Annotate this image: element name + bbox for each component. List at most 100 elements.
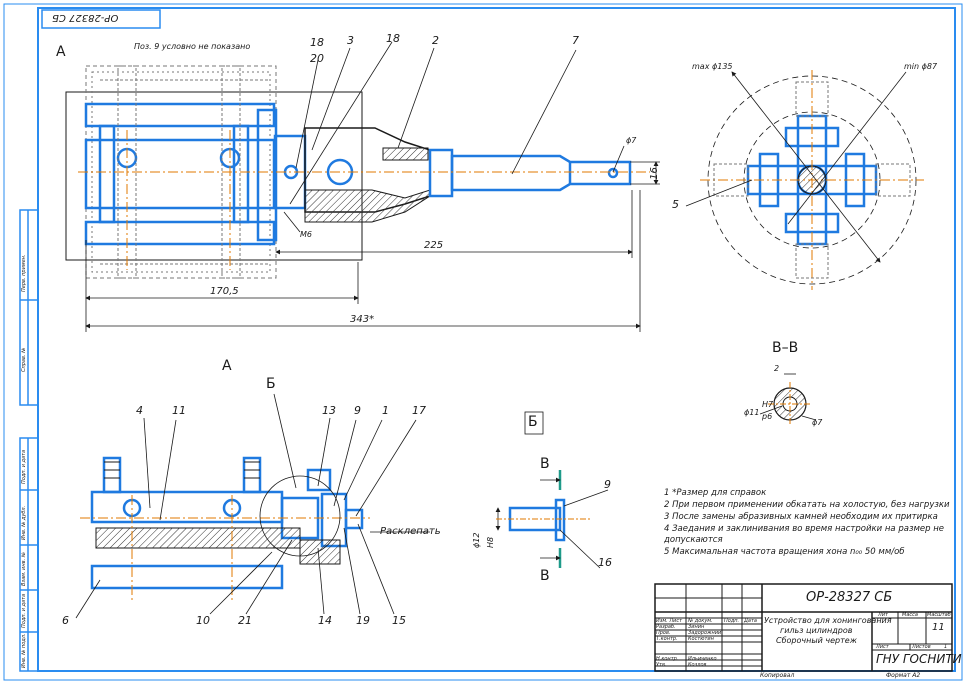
side-label-4: Взам. инв. № bbox=[21, 552, 27, 586]
row-label-0: Изм. Лист bbox=[656, 618, 683, 624]
callout-6: 6 bbox=[62, 614, 69, 627]
top-view bbox=[65, 41, 660, 332]
callout-7: 7 bbox=[572, 34, 579, 47]
side-label-6: Инв. № подл. bbox=[21, 633, 27, 669]
callout-4: 4 bbox=[136, 404, 143, 417]
footer-format: Формат А2 bbox=[886, 672, 921, 679]
view-a bbox=[75, 393, 430, 619]
row-name-5: Козлов bbox=[688, 662, 707, 668]
callout-20: 20 bbox=[310, 52, 324, 65]
note-5: 5 Максимальная частота вращения хона n₀₀… bbox=[664, 547, 905, 557]
dim-225: 225 bbox=[424, 240, 444, 251]
view-a-boundary bbox=[65, 91, 363, 261]
detail-b-circle bbox=[259, 475, 341, 557]
footer-copy: Копировал bbox=[760, 672, 795, 679]
callout-17: 17 bbox=[412, 404, 426, 417]
row-name-4: Ильиченко bbox=[688, 656, 717, 662]
row-label-2: Пров. bbox=[656, 630, 671, 636]
callout-18-top: 18 bbox=[310, 36, 324, 49]
col-date: Дата bbox=[744, 618, 757, 624]
row-name-2: Задорожний bbox=[688, 630, 722, 636]
dim-p6: p6 bbox=[762, 412, 773, 421]
callout-19: 19 bbox=[356, 614, 370, 627]
title-org: ГНУ ГОСНИТИ bbox=[876, 652, 962, 666]
callout-3: 3 bbox=[347, 34, 354, 47]
col-scale: Масштаб bbox=[927, 612, 951, 618]
title-block bbox=[654, 583, 953, 672]
col-sheet: Лист bbox=[876, 644, 889, 650]
detail-b-arrow-top: В bbox=[540, 456, 550, 472]
dim-phi12: ϕ12 bbox=[472, 532, 481, 548]
title-code: ОР-28327 СБ bbox=[806, 590, 893, 605]
col-sign: Подп. bbox=[724, 618, 740, 624]
note-3: 3 После замены абразивных камней необход… bbox=[664, 512, 938, 522]
callout-18-b: 18 bbox=[386, 32, 400, 45]
left-side-strip bbox=[19, 209, 39, 672]
title-name-1: Устройство для хонингования bbox=[764, 616, 892, 625]
view-a-title: А bbox=[222, 358, 232, 374]
callout-21: 21 bbox=[238, 614, 252, 627]
detail-b-title: Б bbox=[528, 414, 538, 430]
col-mass: Масса bbox=[902, 612, 918, 618]
title-sheet-no: 11 bbox=[932, 622, 945, 633]
title-name-3: Сборочный чертеж bbox=[776, 636, 857, 645]
dim-h7: H7 bbox=[762, 400, 774, 409]
view-a-marker: А bbox=[56, 44, 66, 60]
callout-15: 15 bbox=[392, 614, 406, 627]
hidden-position-note: Поз. 9 условно не показано bbox=[134, 42, 251, 51]
callout-11: 11 bbox=[172, 404, 186, 417]
row-name-0: № докум. bbox=[688, 618, 713, 624]
side-label-1: Справ. № bbox=[21, 347, 27, 372]
dim-h8: H8 bbox=[486, 536, 495, 548]
callout-10: 10 bbox=[196, 614, 210, 627]
row-label-1: Разраб. bbox=[656, 624, 676, 630]
callout-2: 2 bbox=[432, 34, 439, 47]
dim-phi7-section: ϕ7 bbox=[812, 418, 823, 427]
housing-hatch bbox=[304, 189, 431, 223]
side-label-3: Инв. № дубл. bbox=[21, 505, 27, 540]
callout-9: 9 bbox=[354, 404, 361, 417]
corner-code-box bbox=[41, 9, 161, 29]
note-1: 1 *Размер для справок bbox=[664, 488, 767, 498]
row-name-1: Зинин bbox=[688, 624, 705, 630]
end-view bbox=[685, 70, 924, 290]
sheets-count: 1 bbox=[944, 644, 948, 650]
side-label-2: Подп. и дата bbox=[21, 449, 27, 484]
dim-m6: М6 bbox=[300, 230, 312, 239]
row-label-4: Н.контр. bbox=[656, 656, 679, 662]
callout-14: 14 bbox=[318, 614, 332, 627]
row-label-3: Т.контр. bbox=[656, 636, 678, 642]
rasklepat-label: Расклепать bbox=[380, 526, 441, 537]
side-label-0: Перв. примен. bbox=[21, 254, 27, 292]
title-name-2: гильз цилиндров bbox=[780, 626, 853, 635]
detail-b bbox=[495, 411, 609, 569]
col-lit: Лит bbox=[878, 612, 888, 618]
section-title: В–В bbox=[772, 340, 799, 356]
dim-343: 343* bbox=[350, 314, 375, 325]
detail-b-arrow-bottom: В bbox=[540, 568, 550, 584]
callout-13: 13 bbox=[322, 404, 336, 417]
dim-phi11: ϕ11 bbox=[744, 408, 760, 417]
dim-170: 170,5 bbox=[210, 286, 239, 297]
inner-frame bbox=[37, 7, 956, 672]
row-name-3: Костютин bbox=[688, 636, 714, 642]
corner-drawing-code: ОР-28327 СБ bbox=[52, 12, 119, 23]
note-4-cont: допускаются bbox=[664, 535, 723, 545]
callout-5: 5 bbox=[672, 198, 679, 211]
callout-1: 1 bbox=[382, 404, 389, 417]
note-2: 2 При первом применении обкатать на холо… bbox=[664, 500, 950, 510]
callout-b-9: 9 bbox=[604, 478, 611, 491]
dim-phi7-shaft: ϕ7 bbox=[626, 136, 637, 145]
row-label-5: Утв. bbox=[656, 662, 667, 668]
note-4: 4 Заедания и заклинивания во время настр… bbox=[664, 524, 944, 534]
dim-min: min ϕ87 bbox=[904, 62, 938, 71]
dim-16: 16 bbox=[648, 167, 660, 180]
col-sheets: Листов bbox=[912, 644, 931, 650]
outer-frame bbox=[3, 3, 963, 681]
callout-detail-b: Б bbox=[266, 376, 276, 392]
callout-b-16: 16 bbox=[598, 556, 612, 569]
section-v-v bbox=[759, 373, 817, 426]
dim-max: max ϕ135 bbox=[692, 62, 733, 71]
dim-2: 2 bbox=[774, 364, 780, 373]
